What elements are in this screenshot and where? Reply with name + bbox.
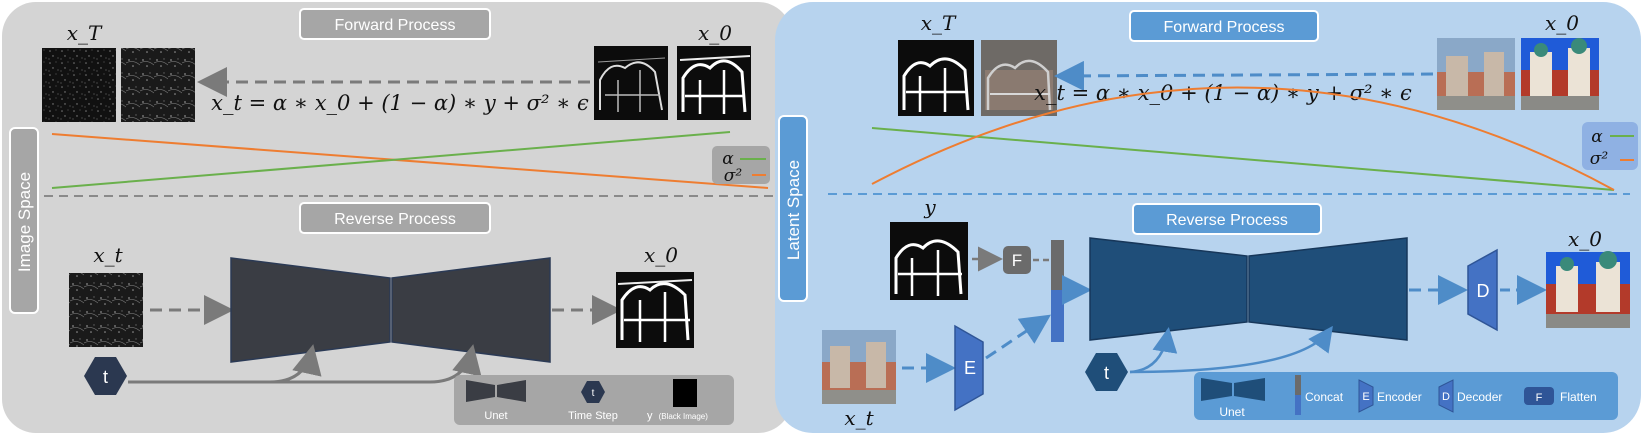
- right-xT-label: x_T: [921, 11, 957, 35]
- left-xT-label: x_T: [67, 21, 103, 45]
- right-legend-encoder-icon: [1358, 379, 1374, 413]
- right-forward-arrow: [1054, 60, 1434, 91]
- right-panel: Latent Space Forward Process x_T x_0: [775, 2, 1641, 433]
- left-legend-timestep-icon: [581, 381, 605, 403]
- right-legend-concat-icon-bottom: [1295, 395, 1301, 415]
- right-x0-noisy-photo: [1437, 38, 1515, 110]
- left-legend-timestep-glyph: t: [592, 388, 595, 399]
- right-alpha-schedule-line: [871, 127, 1615, 191]
- right-encoder-block: [954, 324, 984, 412]
- right-xT-edge-image: [898, 40, 974, 116]
- right-schedule-legend-box: [1582, 122, 1638, 170]
- left-xt-noise-image: [69, 273, 143, 347]
- right-legend-unet-icon: [1201, 378, 1265, 401]
- left-panel: Image Space Forward Process x_T x_0 x_t …: [2, 2, 792, 433]
- left-xT-noise-image-1: [42, 48, 116, 122]
- right-sigma-label: σ²: [1590, 149, 1609, 169]
- right-xt-label: x_t: [844, 406, 874, 430]
- right-x0-clean-photo: [1521, 38, 1599, 110]
- right-x0-out-label: x_0: [1568, 227, 1602, 251]
- right-reverse-title-box: [1132, 203, 1322, 235]
- left-x0-output-image: [616, 272, 694, 348]
- left-legend-timestep-label: Time Step: [568, 410, 618, 422]
- left-alpha-label: α: [722, 149, 734, 169]
- right-concat-bottom: [1051, 290, 1064, 342]
- right-sigma-schedule-curve: [871, 86, 1615, 191]
- left-legend-y-label: y (Black Image): [647, 410, 708, 422]
- right-timestep-hexagon: [1085, 353, 1128, 391]
- left-x0-edge-image-2: [677, 46, 751, 120]
- right-x0-output-photo: [1546, 251, 1630, 328]
- left-reverse-title: Reverse Process: [334, 211, 456, 228]
- latent-space-label: Latent Space: [784, 160, 803, 260]
- left-legend-y-sub: (Black Image): [659, 412, 709, 421]
- right-legend-decoder-icon: [1438, 379, 1454, 413]
- left-x0-label: x_0: [698, 21, 732, 45]
- image-space-label: Image Space: [15, 172, 34, 272]
- right-xT-blended-image: [981, 40, 1057, 116]
- right-timestep-glyph: t: [1104, 363, 1109, 383]
- left-x0-edge-image-1: [594, 46, 668, 120]
- left-alpha-schedule-line: [51, 131, 731, 189]
- left-sigma-schedule-line: [51, 133, 769, 189]
- right-flatten-label: F: [1012, 251, 1022, 270]
- image-space-label-box: [9, 127, 39, 314]
- right-xt-noisy-photo: [822, 330, 896, 404]
- right-flatten-block: [1003, 246, 1031, 274]
- left-legend-black-image-icon: [673, 379, 697, 407]
- right-legend-concat-icon-top: [1295, 375, 1301, 395]
- right-timestep-arrow-decoder: [1129, 325, 1333, 374]
- right-forward-title: Forward Process: [1164, 19, 1285, 36]
- right-decoder-block: [1467, 248, 1498, 332]
- left-x0-out-label: x_0: [644, 243, 678, 267]
- left-legend-unet-icon: [466, 380, 526, 402]
- right-legend-decoder-glyph: D: [1442, 391, 1450, 403]
- left-legend-y-main: y: [647, 410, 653, 422]
- left-xt-label: x_t: [93, 243, 123, 267]
- left-forward-formula: x_t = α ∗ x_0 + (1 − α) ∗ y + σ² ∗ ϵ: [211, 91, 589, 115]
- left-forward-title-box: [299, 8, 491, 40]
- left-forward-title: Forward Process: [335, 17, 456, 34]
- right-decoder-label: D: [1477, 281, 1490, 301]
- right-legend-unet-label: Unet: [1219, 405, 1245, 419]
- right-legend-encoder-glyph: E: [1362, 391, 1369, 403]
- left-sigma-label: σ²: [724, 166, 743, 186]
- left-timestep-glyph: t: [103, 367, 108, 387]
- right-encoder-label: E: [964, 358, 976, 378]
- right-x0-label: x_0: [1545, 11, 1579, 35]
- right-alpha-label: α: [1591, 127, 1603, 147]
- right-unet-block: [1089, 237, 1408, 341]
- left-unet-block: [230, 257, 551, 363]
- left-timestep-arrow-decoder: [270, 344, 482, 384]
- right-legend-flatten-label: Flatten: [1560, 390, 1597, 404]
- right-y-label: y: [923, 195, 936, 219]
- right-legend-decoder-label: Decoder: [1457, 390, 1502, 404]
- right-y-edge-image: [890, 222, 968, 300]
- right-forward-formula: x_t = α ∗ x_0 + (1 − α) ∗ y + σ² ∗ ϵ: [1034, 81, 1412, 105]
- left-timestep-hexagon: [84, 357, 127, 395]
- right-legend-concat-label: Concat: [1305, 390, 1344, 404]
- right-concat-top: [1051, 240, 1064, 290]
- left-reverse-title-box: [299, 202, 491, 234]
- right-legend-flatten-glyph: F: [1536, 392, 1543, 404]
- right-legend-encoder-label: Encoder: [1377, 390, 1422, 404]
- latent-space-label-box: [778, 115, 808, 302]
- right-reverse-title: Reverse Process: [1166, 212, 1288, 229]
- right-forward-title-box: [1129, 10, 1319, 42]
- left-legend-unet-label: Unet: [484, 410, 507, 422]
- right-encoder-to-concat-arrow: [985, 314, 1051, 360]
- right-legend-flatten-icon: [1524, 387, 1554, 405]
- left-xT-noise-image-2: [121, 48, 195, 122]
